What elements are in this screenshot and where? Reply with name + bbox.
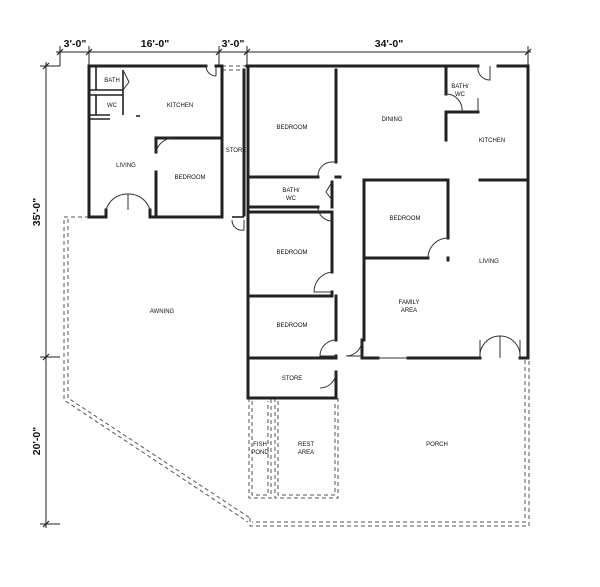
room-label-kitchen: KITCHEN bbox=[167, 103, 193, 109]
store-strip-walls bbox=[231, 68, 246, 231]
dimension-top bbox=[56, 46, 532, 66]
room-label-family-area: AREA bbox=[401, 308, 417, 314]
dimension-left bbox=[40, 62, 60, 528]
dim-top-4: 34'-0" bbox=[375, 38, 404, 50]
room-label-store: STORE bbox=[282, 376, 303, 382]
dashed-outlines bbox=[63, 65, 530, 527]
room-label-bedroom: BEDROOM bbox=[276, 125, 307, 131]
dim-top-1: 3'-0" bbox=[64, 38, 87, 50]
room-label-fish-pond: FISH bbox=[253, 442, 267, 448]
room-label-bath-wc: BATH/ bbox=[451, 84, 469, 90]
room-label-rest-area: REST bbox=[298, 442, 314, 448]
left-house-walls bbox=[87, 64, 224, 219]
room-label-porch: PORCH bbox=[426, 442, 448, 448]
room-label-awning: AWNING bbox=[150, 309, 175, 315]
dim-top-2: 16'-0" bbox=[141, 38, 170, 50]
room-label-wc: WC bbox=[107, 103, 118, 109]
room-label-family-area: FAMILY bbox=[399, 300, 420, 306]
room-label-bedroom: BEDROOM bbox=[174, 175, 205, 181]
room-label-rest-area: AREA bbox=[298, 450, 314, 456]
room-label-kitchen: KITCHEN bbox=[479, 138, 505, 144]
room-label-bedroom: BEDROOM bbox=[389, 216, 420, 222]
room-label-bath: BATH bbox=[104, 78, 120, 84]
dim-left-2: 20'-0" bbox=[31, 427, 43, 456]
room-label-dining: DINING bbox=[382, 117, 403, 123]
dim-left-1: 35'-0" bbox=[31, 198, 43, 227]
right-house-walls bbox=[245, 64, 530, 400]
dim-top-3: 3'-0" bbox=[222, 38, 245, 50]
room-label-bedroom: BEDROOM bbox=[276, 323, 307, 329]
room-label-store: STORE bbox=[226, 148, 247, 154]
left-house-doors bbox=[105, 65, 217, 211]
room-label-bath-wc: BATH/ bbox=[282, 188, 300, 194]
room-label-bedroom: BEDROOM bbox=[276, 250, 307, 256]
room-label-living: LIVING bbox=[116, 163, 136, 169]
room-label-bath-wc: WC bbox=[455, 92, 466, 98]
room-label-fish-pond: POND bbox=[251, 450, 269, 456]
room-label-bath-wc: WC bbox=[286, 196, 297, 202]
right-house-doors bbox=[313, 65, 521, 389]
room-label-living: LIVING bbox=[479, 259, 499, 265]
